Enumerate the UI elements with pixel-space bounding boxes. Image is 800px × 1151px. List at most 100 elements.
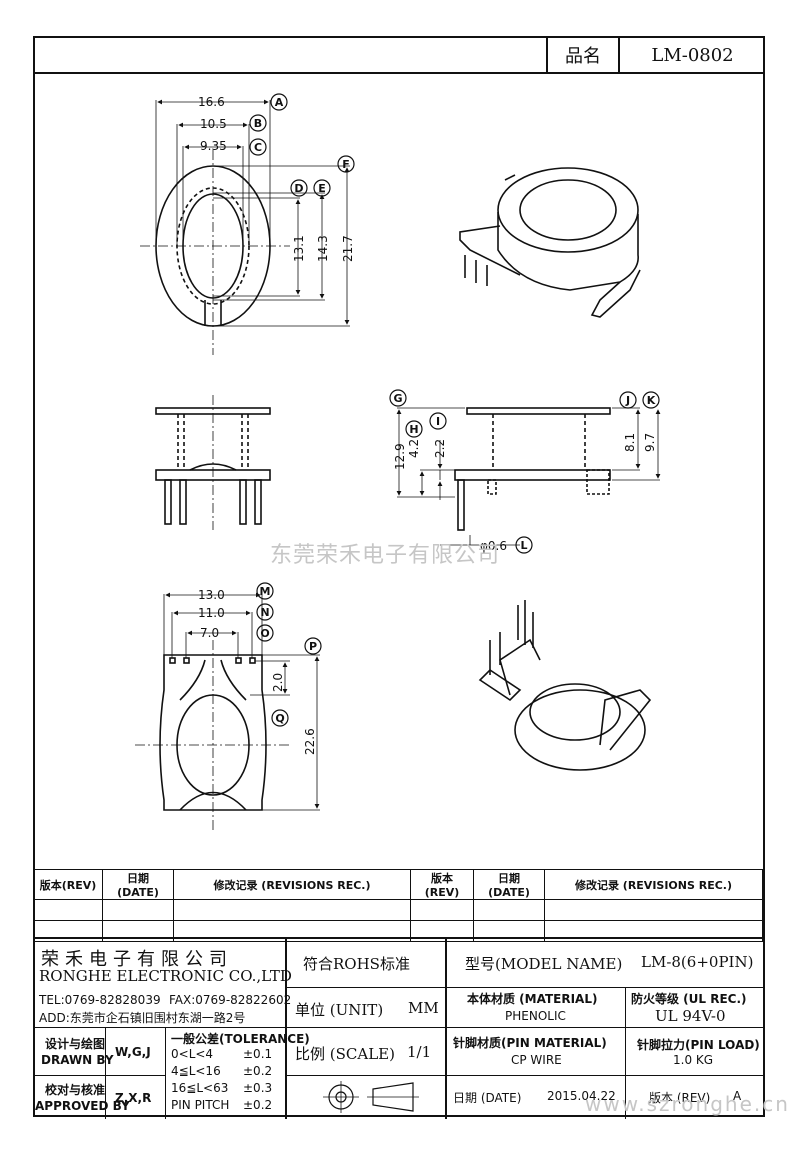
dim-p: 22.6 [303,728,317,755]
pin-material-label: 针脚材质(PIN MATERIAL) [453,1036,607,1050]
rev-header-6: 修改记录 (REVISIONS REC.) [544,869,763,900]
watermark: 东莞荣禾电子有限公司 [270,543,501,568]
revisions-header-row: 版本(REV) 日期 (DATE) 修改记录 (REVISIONS REC.) … [33,869,763,900]
model-value: LM-8(6+0PIN) [641,953,754,971]
company-fax: FAX:0769-82822602 [169,993,292,1007]
unit-label: 单位 (UNIT) [295,1001,384,1019]
tolerance-range-4: PIN PITCH [171,1098,230,1112]
tolerance-value-3: ±0.3 [243,1081,273,1095]
dim-c: 9.35 [200,139,227,153]
header-box: 品名 LM-0802 [546,36,765,74]
tolerance-value-2: ±0.2 [243,1064,273,1078]
rev-header-3: 修改记录 (REVISIONS REC.) [173,869,411,900]
company-name-cn: 荣禾电子有限公司 [41,949,233,970]
dim-f: 21.7 [341,235,355,262]
tolerance-value-4: ±0.2 [243,1098,273,1112]
title-block: 荣禾电子有限公司 RONGHE ELECTRONIC CO.,LTD TEL:0… [33,937,765,1119]
callout-label-h: H [405,420,423,438]
fire-label: 防火等级 (UL REC.) [631,992,747,1006]
callout-label-n: N [256,603,274,621]
dim-j: 8.1 [623,433,637,452]
svg-text:K: K [647,394,656,407]
dim-l: φ0.6 [480,539,507,553]
svg-text:N: N [260,606,269,619]
iso-view-bottom [478,600,652,771]
pin-material-value: CP WIRE [511,1053,562,1067]
callout-label-j: J [619,391,637,409]
revisions-table: 版本(REV) 日期 (DATE) 修改记录 (REVISIONS REC.) … [33,869,763,942]
side-view [396,407,661,546]
iso-view-top [459,167,641,318]
dim-o: 7.0 [200,626,219,640]
technical-drawing: 16.6 10.5 9.35 13.1 14.3 21.7 [135,93,661,830]
header-divider [33,72,765,74]
rev-header-5: 日期 (DATE) [473,869,545,900]
dim-h: 4.2 [407,439,421,458]
callout-label-g: G [389,389,407,407]
unit-value: MM [408,999,439,1017]
callout-label-o: O [256,624,274,642]
dim-k: 9.7 [643,433,657,452]
tolerance-value-1: ±0.1 [243,1047,273,1061]
revisions-row [33,920,763,942]
dim-i: 2.2 [433,439,447,458]
model-label: 型号(MODEL NAME) [465,955,623,973]
material-label: 本体材质 (MATERIAL) [467,992,598,1006]
callout-label-l: L [515,536,533,554]
callout-label-d: D [290,179,308,197]
front-view [155,395,271,530]
dim-m: 13.0 [198,588,225,602]
rev-header-1: 版本(REV) [33,869,103,900]
svg-text:L: L [520,539,527,552]
rev-value: A [733,1089,742,1103]
company-address: ADD:东莞市企石镇旧围村东湖一路2号 [39,1011,246,1025]
drawn-by-label: DRAWN BY [41,1053,114,1067]
date-value: 2015.04.22 [547,1089,616,1103]
top-view [140,99,350,355]
tolerance-range-3: 16≦L<63 [171,1081,229,1095]
material-value: PHENOLIC [505,1009,566,1023]
tolerance-title: 一般公差(TOLERANCE) [171,1032,310,1046]
scale-value: 1/1 [407,1043,432,1061]
product-code: LM-0802 [651,44,734,66]
svg-text:P: P [309,640,317,653]
date-label: 日期 (DATE) [453,1091,522,1105]
callout-label-a: A [270,93,288,111]
callout-label-b: B [249,114,267,132]
dim-g: 12.9 [393,443,407,470]
svg-text:A: A [275,96,284,109]
rohs-label: 符合ROHS标准 [303,955,410,973]
callout-label-k: K [642,391,660,409]
callout-label-e: E [313,179,331,197]
pin-load-label: 针脚拉力(PIN LOAD) [637,1038,760,1052]
fire-value: UL 94V-0 [655,1007,726,1025]
rev-label: 版本 (REV) [649,1091,711,1105]
rev-header-4: 版本(REV) [410,869,474,900]
dim-e: 14.3 [316,235,330,262]
callout-label-f: F [337,155,355,173]
approve-label: 校对与核准 [45,1083,106,1097]
dim-a: 16.6 [198,95,225,109]
revisions-row [33,899,763,921]
callout-label-p: P [304,637,322,655]
pin-load-value: 1.0 KG [673,1053,714,1067]
callout-label-m: M [256,582,274,600]
svg-text:I: I [436,415,440,428]
company-tel: TEL:0769-82828039 [39,993,161,1007]
projection-symbol [323,1081,419,1113]
approved-by-label: APPROVED BY [35,1099,130,1113]
tolerance-range-2: 4≦L<16 [171,1064,221,1078]
rev-header-2: 日期 (DATE) [102,869,174,900]
callout-label-q: Q [271,709,289,727]
dim-q: 2.0 [271,673,285,692]
svg-text:C: C [254,141,262,154]
design-label: 设计与绘图 [45,1037,106,1051]
svg-text:J: J [625,394,630,407]
svg-text:O: O [260,627,269,640]
drawing-frame [33,36,765,1117]
dim-b: 10.5 [200,117,227,131]
svg-text:M: M [260,585,271,598]
bottom-view [135,592,320,830]
tolerance-range-1: 0<L<4 [171,1047,214,1061]
